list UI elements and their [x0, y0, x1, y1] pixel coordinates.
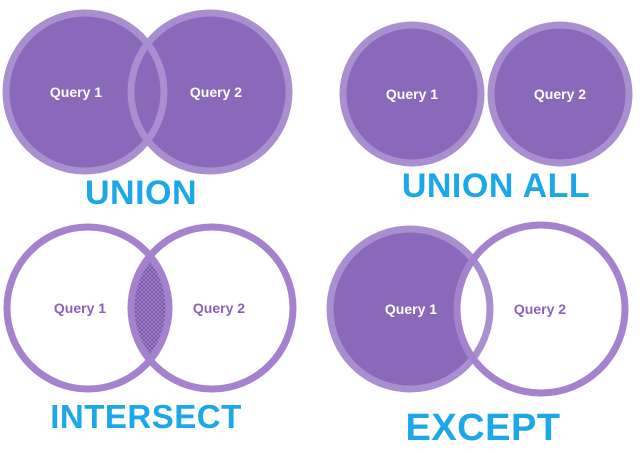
union-circle1-fill [6, 13, 164, 171]
union-query1-label: Query 1 [50, 84, 102, 100]
except-circle1-outline [326, 225, 494, 393]
union-operation-label: UNION [85, 174, 197, 212]
union-circle1-outline [2, 9, 168, 175]
union-all-query1-label: Query 1 [386, 86, 438, 102]
union-all-circle2-fill [491, 25, 629, 163]
except-query1-label: Query 1 [385, 301, 437, 317]
union-all-circle2-outline [487, 21, 633, 167]
union-all-diagram: Query 1 Query 2 UNION ALL [339, 21, 633, 205]
union-query2-label: Query 2 [190, 84, 242, 100]
intersect-diagram: Query 1 Query 2 INTERSECT [3, 223, 297, 435]
intersect-operation-label: INTERSECT [50, 398, 242, 435]
intersect-query1-label: Query 1 [54, 300, 106, 316]
intersect-circle1-fill [7, 227, 169, 389]
union-all-circle1-fill [343, 25, 481, 163]
intersect-circle1-outline [3, 223, 173, 393]
except-circle2-outline [453, 221, 629, 397]
except-query2-label: Query 2 [514, 301, 566, 317]
intersect-circle2-outline [127, 223, 297, 393]
union-all-query2-label: Query 2 [534, 86, 586, 102]
union-all-operation-label: UNION ALL [402, 167, 590, 205]
union-circle2-outline [127, 9, 293, 175]
except-circle1-fill-minus-overlap [330, 229, 490, 389]
except-operation-label: EXCEPT [405, 407, 560, 449]
except-diagram: Query 1 Query 2 EXCEPT [326, 221, 629, 449]
intersect-circle2-fill [131, 227, 293, 389]
union-all-circle1-outline [339, 21, 485, 167]
union-diagram: Query 1 Query 2 UNION [2, 9, 293, 212]
intersect-query2-label: Query 2 [193, 300, 245, 316]
union-circle2-fill [131, 13, 289, 171]
